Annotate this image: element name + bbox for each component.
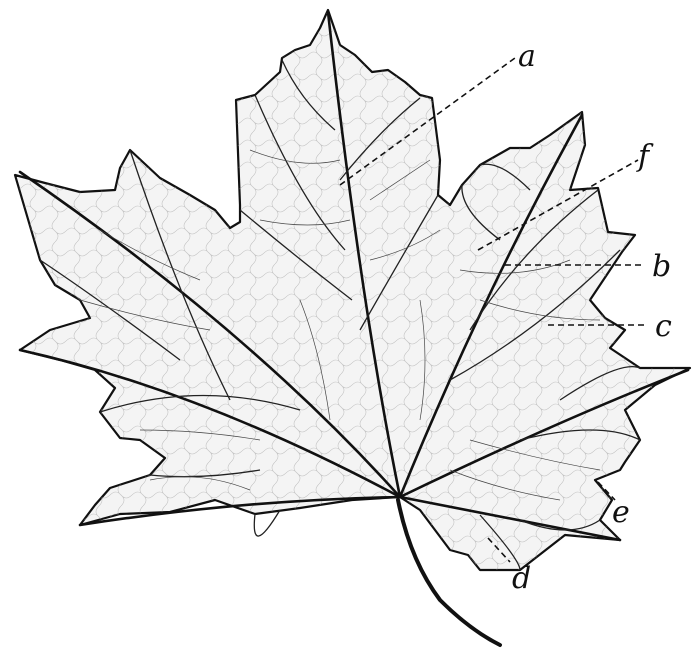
label-c: c (655, 309, 672, 344)
label-b: b (652, 249, 671, 284)
label-a: a (518, 39, 536, 74)
label-f: f (636, 139, 654, 174)
leaf-net-texture (15, 10, 690, 570)
label-d: d (512, 561, 531, 596)
label-e: e (612, 495, 630, 530)
